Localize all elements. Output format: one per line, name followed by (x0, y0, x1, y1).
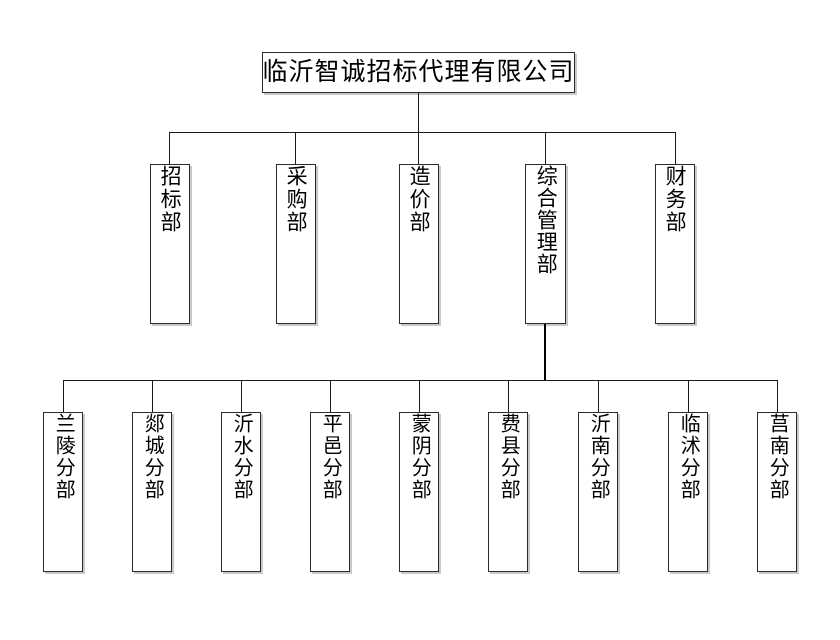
org-node-branch-1[interactable]: 兰陵分部 (43, 412, 83, 572)
org-node-branch-2[interactable]: 郯城分部 (132, 412, 172, 572)
org-node-branch-5-label: 蒙阴分部 (408, 413, 431, 501)
org-node-branch-6[interactable]: 费县分部 (488, 412, 528, 572)
org-node-branch-8[interactable]: 临沭分部 (668, 412, 708, 572)
org-node-department-1-label: 招标部 (158, 165, 183, 234)
org-node-branch-3-label: 沂水分部 (230, 413, 253, 501)
org-node-branch-7-label: 沂南分部 (587, 413, 610, 501)
org-node-root[interactable]: 临沂智诚招标代理有限公司 (262, 52, 575, 93)
org-node-department-4-label: 综合管理部 (534, 165, 559, 275)
connector-drop-dept-3 (418, 132, 419, 164)
org-node-department-4[interactable]: 综合管理部 (525, 164, 566, 324)
org-node-branch-5[interactable]: 蒙阴分部 (399, 412, 439, 572)
connector-drop-dept-5 (675, 132, 676, 164)
connector-root-stem (418, 93, 419, 132)
org-node-root-label: 临沂智诚招标代理有限公司 (262, 59, 575, 86)
connector-drop-branch-6 (508, 380, 509, 412)
connector-branch-stem (544, 324, 546, 380)
connector-drop-branch-7 (598, 380, 599, 412)
org-node-department-2[interactable]: 采购部 (276, 164, 316, 324)
connector-drop-dept-1 (169, 132, 170, 164)
connector-drop-branch-3 (241, 380, 242, 412)
org-node-branch-1-label: 兰陵分部 (52, 413, 75, 501)
connector-branch-bus (63, 380, 778, 381)
org-node-branch-4-label: 平邑分部 (319, 413, 342, 501)
org-node-branch-3[interactable]: 沂水分部 (221, 412, 261, 572)
org-node-branch-9[interactable]: 莒南分部 (757, 412, 797, 572)
org-node-branch-6-label: 费县分部 (497, 413, 520, 501)
org-node-branch-4[interactable]: 平邑分部 (310, 412, 350, 572)
org-node-department-3-label: 造价部 (407, 165, 432, 234)
connector-department-bus (169, 132, 675, 133)
connector-drop-branch-8 (688, 380, 689, 412)
org-node-department-5-label: 财务部 (663, 165, 688, 234)
org-node-department-2-label: 采购部 (284, 165, 309, 234)
org-node-branch-9-label: 莒南分部 (766, 413, 789, 501)
connector-drop-branch-1 (63, 380, 64, 412)
connector-drop-branch-4 (330, 380, 331, 412)
org-node-branch-7[interactable]: 沂南分部 (578, 412, 618, 572)
org-node-branch-2-label: 郯城分部 (141, 413, 164, 501)
connector-drop-branch-2 (152, 380, 153, 412)
org-node-department-1[interactable]: 招标部 (150, 164, 190, 324)
connector-drop-branch-9 (777, 380, 778, 412)
connector-drop-dept-2 (295, 132, 296, 164)
org-node-department-3[interactable]: 造价部 (399, 164, 439, 324)
org-node-branch-8-label: 临沭分部 (677, 413, 700, 501)
connector-drop-dept-4 (545, 132, 546, 164)
org-node-department-5[interactable]: 财务部 (655, 164, 695, 324)
connector-drop-branch-5 (419, 380, 420, 412)
